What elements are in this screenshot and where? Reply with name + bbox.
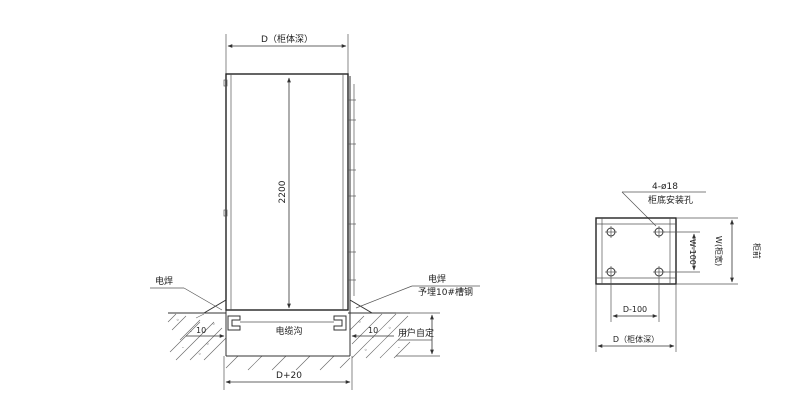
weld-callout-right: 电焊 予埋10#槽钢 <box>355 273 480 309</box>
hole-note-label: 柜底安装孔 <box>648 194 693 206</box>
trench-width-label: D+20 <box>276 371 302 381</box>
left-concrete-hatch: ◦ · ◦ · ◦ ◦ <box>167 313 227 361</box>
embed-channel-label: 予埋10#槽钢 <box>418 286 473 298</box>
plan-depth-label: D（柜体深） <box>613 334 659 344</box>
plan-view: 4-ø18 柜底安装孔 <box>595 182 762 352</box>
height-label: 2200 <box>278 180 288 203</box>
mounting-hole <box>653 266 665 278</box>
height-dimension: 2200 <box>278 77 291 309</box>
mounting-hole <box>605 266 617 278</box>
w-minus-100-dimension: W-100 <box>664 231 700 273</box>
d-minus-100-label: D-100 <box>623 305 647 314</box>
svg-text:◦: ◦ <box>206 341 210 348</box>
svg-text:◦: ◦ <box>176 317 180 324</box>
cabinet-front-label: 柜前 <box>752 243 762 259</box>
user-defined-label: 用户自定 <box>398 327 434 339</box>
cable-trench-label: 电缆沟 <box>275 325 302 337</box>
weld-label-left: 电焊 <box>155 275 173 287</box>
mounting-hole <box>653 226 665 238</box>
user-defined-dimension: 用户自定 <box>396 312 440 357</box>
gap-label-left: 10 <box>196 326 206 335</box>
weld-callout-left: 电焊 <box>150 275 223 311</box>
svg-text:·: · <box>182 345 184 352</box>
ground-section: ◦ · ◦ · ◦ ◦ ◦ · ◦ ◦ · <box>167 312 411 371</box>
mounting-hole <box>605 226 617 238</box>
weld-label-right: 电焊 <box>428 273 446 285</box>
cable-trench: 电缆沟 <box>225 313 351 357</box>
gap-label-right: 10 <box>368 326 378 335</box>
hinge-marks <box>348 99 356 281</box>
plan-depth-dimension: D（柜体深） <box>595 284 677 352</box>
cabinet-width-dimension: W(柜宽) <box>676 217 738 285</box>
trench-width-dimension: D+20 <box>223 356 353 390</box>
svg-text:◦: ◦ <box>212 321 216 328</box>
gap-dimension-left: 10 <box>186 326 225 338</box>
weld-marks <box>202 299 374 314</box>
cabinet-width-label: W(柜宽) <box>714 236 724 266</box>
svg-text:·: · <box>372 335 374 342</box>
svg-text:·: · <box>190 329 192 336</box>
svg-text:◦: ◦ <box>198 351 202 358</box>
d-minus-100-dimension: D-100 <box>610 278 660 322</box>
cabinet-body <box>223 73 356 311</box>
mounting-holes <box>605 226 665 278</box>
elevation-view: D（柜体深） <box>150 33 480 390</box>
hole-callout: 4-ø18 柜底安装孔 <box>621 182 706 227</box>
bottom-concrete-hatch <box>225 355 351 371</box>
hole-spec-label: 4-ø18 <box>652 182 678 192</box>
cabinet-footprint <box>595 217 677 285</box>
svg-text:·: · <box>398 345 400 352</box>
svg-text:◦: ◦ <box>358 319 362 326</box>
channel-steel <box>227 315 347 331</box>
svg-text:◦: ◦ <box>364 347 368 354</box>
depth-label-top: D（柜体深） <box>261 33 313 45</box>
w-minus-100-label: W-100 <box>688 239 697 265</box>
depth-dimension-top: D（柜体深） <box>225 33 349 74</box>
svg-text:◦: ◦ <box>388 325 392 332</box>
gap-dimension-right: 10 <box>351 326 394 338</box>
